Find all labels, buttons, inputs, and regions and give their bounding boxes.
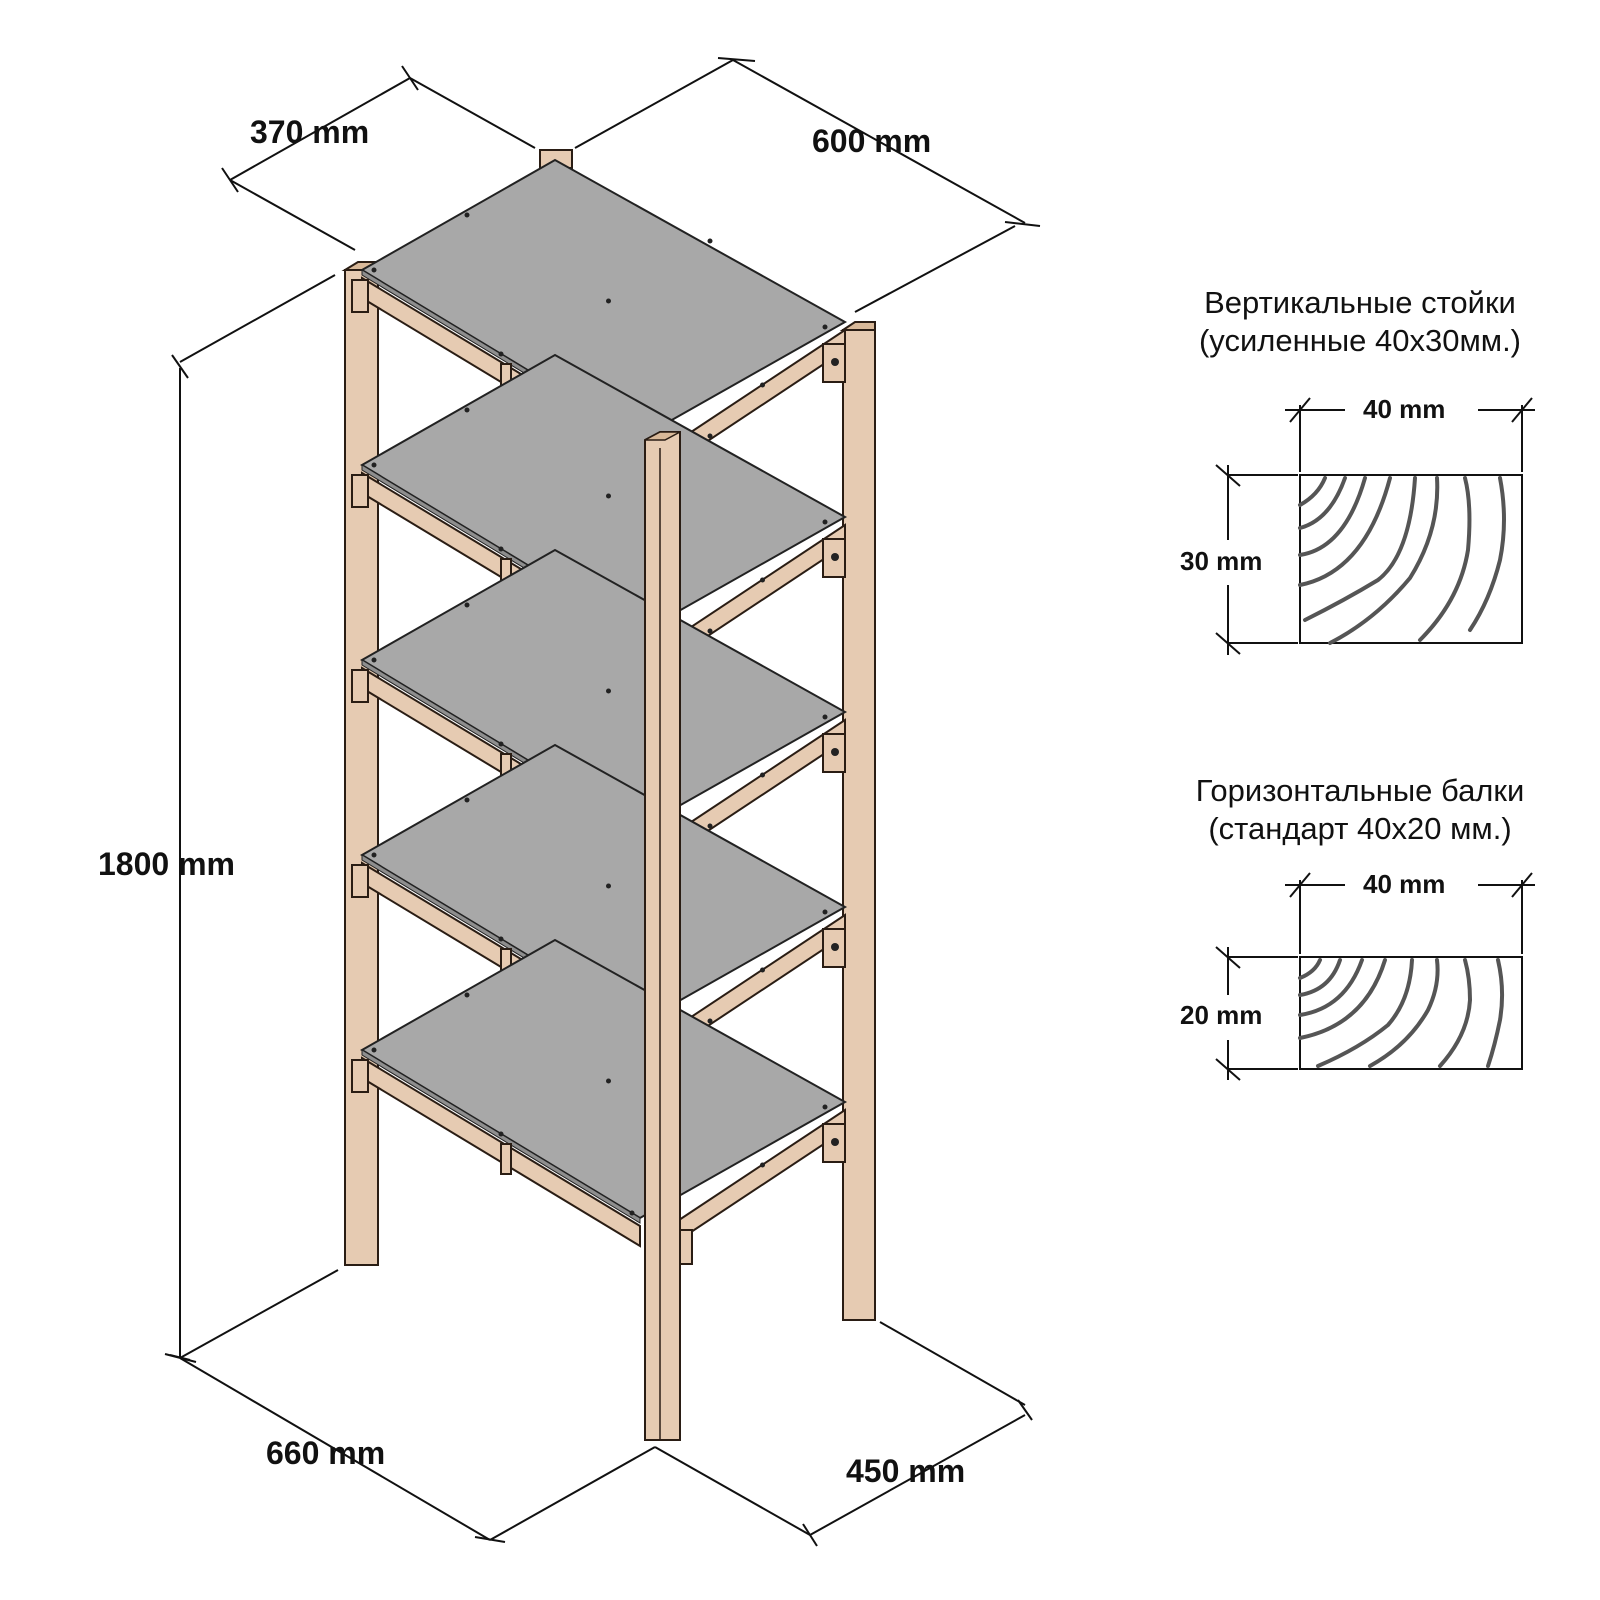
shelf-bracket-mid xyxy=(500,1143,512,1175)
screw-dot xyxy=(606,298,611,304)
horizontal-section-width-label: 40 mm xyxy=(1363,869,1445,899)
vertical-section-subtitle: (усиленные 40х30мм.) xyxy=(1198,323,1522,358)
horizontal-section-subtitle: (стандарт 40х20 мм.) xyxy=(1208,811,1512,846)
vertical-section-width-label: 40 mm xyxy=(1363,394,1445,424)
screw-dot xyxy=(464,992,470,998)
screw-dot xyxy=(464,407,470,413)
screw-dot xyxy=(606,493,611,499)
screw-dot xyxy=(760,577,765,583)
screw-dot xyxy=(371,657,377,663)
vertical-section-title: Вертикальные стойки xyxy=(1204,285,1516,320)
horizontal-section-height-label: 20 mm xyxy=(1180,1000,1262,1030)
screw-dot xyxy=(822,714,828,720)
shelf-bracket-left xyxy=(351,474,369,508)
section-vertical-post: 40 mm 30 mm xyxy=(1180,394,1535,655)
screw-dot xyxy=(371,852,377,858)
shelf-bracket-left xyxy=(351,279,369,313)
shelving-rack xyxy=(341,149,876,1441)
screw-dot xyxy=(707,823,713,829)
screw-dot xyxy=(760,382,765,388)
screw-dot xyxy=(822,909,828,915)
horizontal-section-heading: Горизонтальные балки (стандарт 40х20 мм.… xyxy=(1140,772,1580,848)
shelf-bracket-left xyxy=(351,1059,369,1093)
screw-dot xyxy=(760,967,765,973)
screw-dot xyxy=(606,883,611,889)
screw-dot xyxy=(498,546,504,552)
bracket-bolt xyxy=(831,943,839,951)
screw-dot xyxy=(498,351,504,357)
screw-dot xyxy=(371,1047,377,1053)
screw-dot xyxy=(606,1078,611,1084)
screw-dot xyxy=(498,936,504,942)
shelves xyxy=(351,158,848,1265)
screw-dot xyxy=(822,1104,828,1110)
screw-dot xyxy=(629,1210,635,1216)
dim-line-top-width xyxy=(574,59,734,149)
bracket-bolt xyxy=(831,358,839,366)
screw-dot xyxy=(760,772,765,778)
shelf-bracket-left xyxy=(351,864,369,898)
screw-dot xyxy=(371,267,377,273)
dim-label-top-width: 600 mm xyxy=(812,123,931,159)
screw-dot xyxy=(498,741,504,747)
bracket-bolt xyxy=(831,748,839,756)
screw-dot xyxy=(822,324,828,330)
screw-dot xyxy=(707,1018,713,1024)
screw-dot xyxy=(707,628,713,634)
bracket-bolt xyxy=(831,1138,839,1146)
screw-dot xyxy=(760,1162,765,1168)
bracket-bolt xyxy=(831,553,839,561)
screw-dot xyxy=(371,462,377,468)
vertical-section-height-label: 30 mm xyxy=(1180,546,1262,576)
section-horizontal-beam: 40 mm 20 mm xyxy=(1180,869,1535,1081)
screw-dot xyxy=(606,688,611,694)
post-back-right xyxy=(839,321,876,1321)
dim-label-height: 1800 mm xyxy=(98,846,235,882)
dim-label-bottom-depth: 450 mm xyxy=(846,1453,965,1489)
screw-dot xyxy=(464,602,470,608)
horizontal-section-title: Горизонтальные балки xyxy=(1195,773,1525,808)
screw-dot xyxy=(707,238,713,244)
dim-label-top-depth: 370 mm xyxy=(250,114,369,150)
dim-line-bottom-depth xyxy=(654,1446,811,1536)
vertical-section-heading: Вертикальные стойки (усиленные 40х30мм.) xyxy=(1140,284,1580,360)
screw-dot xyxy=(464,212,470,218)
shelf xyxy=(351,938,848,1265)
screw-dot xyxy=(464,797,470,803)
screw-dot xyxy=(822,519,828,525)
screw-dot xyxy=(498,1131,504,1137)
dim-label-bottom-width: 660 mm xyxy=(266,1435,385,1471)
dim-line-top-depth xyxy=(229,77,411,181)
dim-line-bottom-width xyxy=(179,1269,339,1359)
post-left xyxy=(341,261,379,1266)
screw-dot xyxy=(707,433,713,439)
post-front xyxy=(644,431,681,1441)
shelf-bracket-left xyxy=(351,669,369,703)
dimension-lines xyxy=(164,57,1041,1547)
